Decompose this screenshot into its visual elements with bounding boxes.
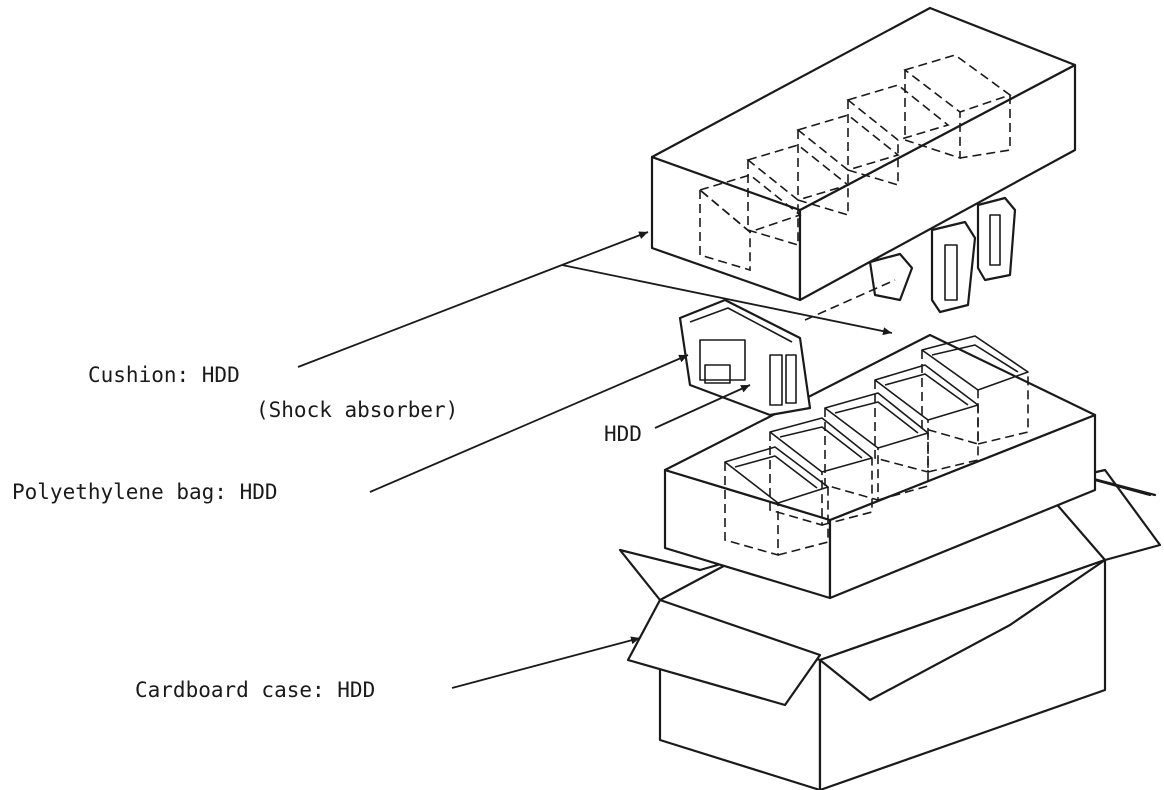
cushion-note-label: (Shock absorber) bbox=[256, 398, 458, 422]
bag-label: Polyethylene bag: HDD bbox=[12, 480, 278, 504]
cardboard-label: Cardboard case: HDD bbox=[135, 678, 375, 702]
hdd-in-bag bbox=[680, 300, 810, 415]
cushion-label: Cushion: HDD bbox=[88, 363, 240, 387]
hdd-label: HDD bbox=[604, 422, 642, 446]
